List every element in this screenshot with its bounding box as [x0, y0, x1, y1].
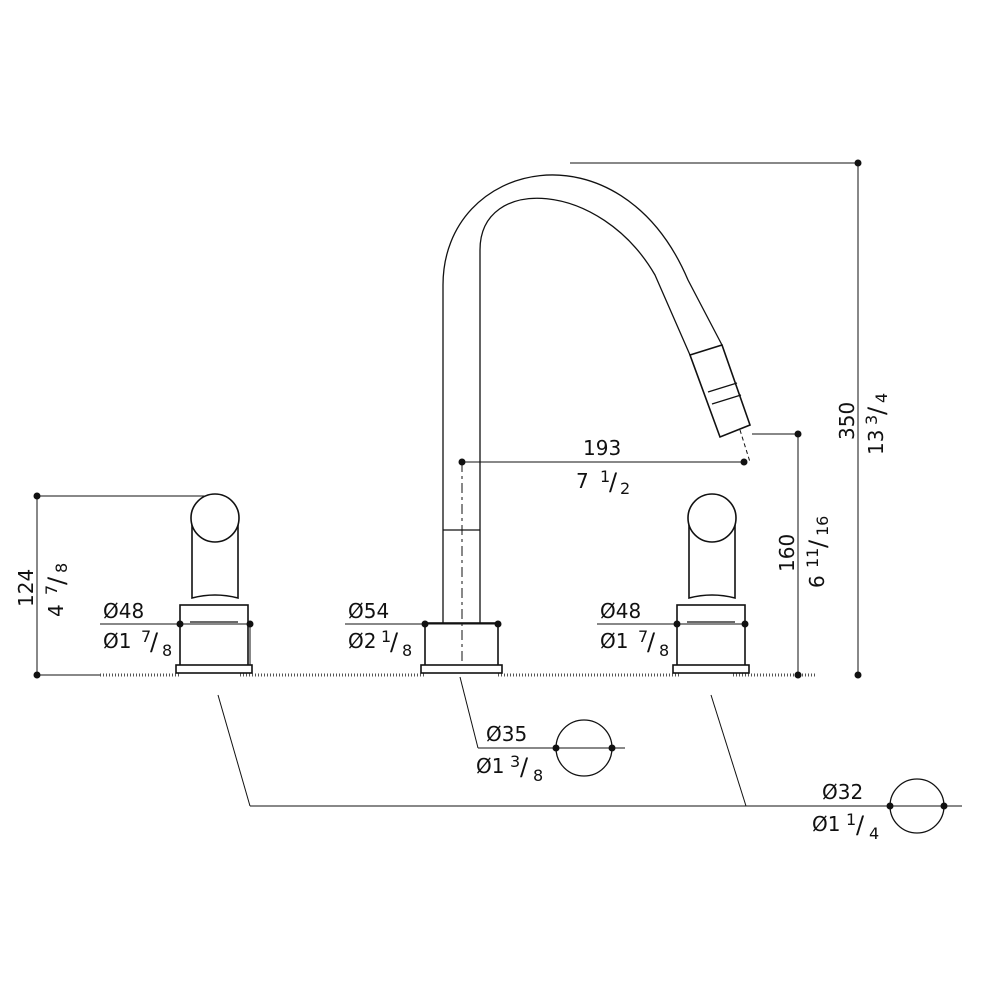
- svg-text:/: /: [856, 811, 865, 839]
- svg-text:/: /: [804, 539, 832, 548]
- svg-text:/: /: [43, 576, 71, 585]
- spout-hole-in-den: 8: [533, 766, 543, 785]
- spout-hole-in-whole: Ø1: [476, 754, 504, 778]
- handle-height-in-whole: 4: [44, 604, 68, 617]
- handle-height-in-num: 7: [42, 585, 61, 595]
- reach-mm: 193: [583, 436, 621, 460]
- spout-height-in-num: 11: [803, 548, 822, 568]
- handle-right-diameter-in-num: 7: [638, 627, 648, 646]
- handle-left-diameter-mm: Ø48: [103, 599, 144, 623]
- handle-hole-in-num: 1: [846, 810, 856, 829]
- reach-in-whole: 7: [576, 469, 589, 493]
- handle-hole-mm: Ø32: [822, 780, 863, 804]
- svg-text:/: /: [390, 628, 399, 656]
- handle-hole-in-whole: Ø1: [812, 812, 840, 836]
- spout-height-in-den: 16: [813, 516, 832, 536]
- spout-hole-mm: Ø35: [486, 722, 527, 746]
- handle-left-diameter-in-den: 8: [162, 641, 172, 660]
- spout-height-in-whole: 6: [805, 575, 829, 588]
- dimension-spout-hole: Ø35 Ø1 3 / 8: [459, 676, 625, 785]
- handle-right-diameter-in-whole: Ø1: [600, 629, 628, 653]
- spout-base-diameter-mm: Ø54: [348, 599, 389, 623]
- spout-base-diameter-in-num: 1: [381, 627, 391, 646]
- handle-height-mm: 124: [14, 569, 38, 607]
- handle-height-in-den: 8: [52, 563, 71, 573]
- handle-right-diameter-mm: Ø48: [600, 599, 641, 623]
- height-total-in-whole: 13: [864, 430, 888, 455]
- spout-hole-in-num: 3: [510, 752, 520, 771]
- reach-in-den: 2: [620, 479, 630, 498]
- spout-base-diameter-in-whole: Ø2: [348, 629, 376, 653]
- spout: [420, 174, 752, 674]
- handle-left-diameter-in-whole: Ø1: [103, 629, 131, 653]
- svg-text:/: /: [863, 406, 891, 415]
- handle-left-diameter-in-num: 7: [141, 627, 151, 646]
- left-handle: [175, 493, 253, 674]
- dimension-height-total: 350 13 3 / 4: [570, 159, 891, 679]
- dimension-handle-height: 124 4 7 / 8: [14, 492, 205, 679]
- height-total-in-den: 4: [872, 393, 891, 403]
- svg-text:/: /: [520, 753, 529, 781]
- spout-base-diameter-in-den: 8: [402, 641, 412, 660]
- dimension-reach: 193 7 1 / 2: [458, 436, 748, 498]
- svg-text:/: /: [150, 628, 159, 656]
- dimension-handle-hole: Ø32 Ø1 1 / 4: [217, 694, 962, 843]
- dimension-handle-left-diameter: Ø48 Ø1 7 / 8: [100, 599, 254, 665]
- right-handle: [672, 493, 750, 674]
- handle-hole-in-den: 4: [869, 824, 879, 843]
- spout-height-mm: 160: [775, 534, 799, 572]
- svg-text:/: /: [647, 628, 656, 656]
- reach-in-num: 1: [600, 467, 610, 486]
- dimension-spout-height: 160 6 11 / 16: [752, 430, 832, 679]
- svg-text:/: /: [609, 468, 618, 496]
- handle-right-diameter-in-den: 8: [659, 641, 669, 660]
- dimension-handle-right-diameter: Ø48 Ø1 7 / 8: [597, 599, 749, 665]
- height-total-mm: 350: [835, 402, 859, 440]
- height-total-in-num: 3: [862, 415, 881, 425]
- dimension-spout-base-diameter: Ø54 Ø2 1 / 8: [345, 599, 502, 660]
